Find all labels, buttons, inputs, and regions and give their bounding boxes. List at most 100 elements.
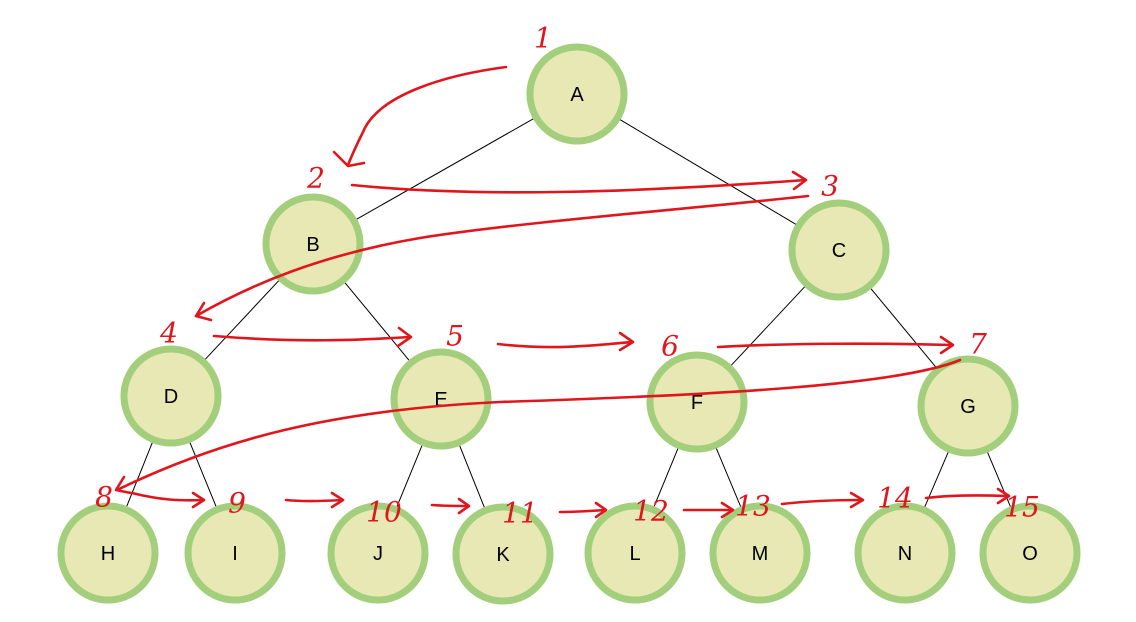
node-label: A (570, 84, 584, 106)
edge-c-f (730, 286, 806, 366)
node-circle (184, 502, 286, 604)
traversal-arrow-2 (350, 170, 808, 194)
order-number-2: 2 (306, 162, 325, 195)
edge-a-b (356, 118, 534, 220)
traversal-arrow-5 (496, 331, 635, 352)
traversal-arrow-13 (780, 491, 865, 509)
edge-b-e (344, 282, 410, 361)
arrow-stroke (924, 494, 1010, 500)
arrow-stroke (212, 334, 412, 342)
traversal-arrow-10 (430, 497, 471, 515)
arrow-stroke (558, 508, 607, 514)
node-g: G (917, 355, 1019, 457)
arrow-head (194, 301, 213, 322)
arrow-stroke (496, 340, 634, 349)
node-l: L (584, 502, 686, 604)
node-circle (390, 348, 492, 450)
edge-f-l (653, 448, 679, 507)
node-label: B (306, 234, 319, 256)
order-number-4: 4 (159, 317, 178, 350)
order-number-7: 7 (969, 328, 987, 361)
node-h: H (57, 502, 159, 604)
arrow-head (594, 501, 608, 519)
node-label: H (101, 543, 115, 565)
traversal-arrow-11 (558, 501, 608, 519)
node-label: M (752, 543, 769, 565)
node-circle (709, 502, 811, 604)
node-n: N (854, 502, 956, 604)
node-label: G (960, 396, 976, 418)
node-label: O (1022, 543, 1038, 565)
node-i: I (184, 502, 286, 604)
edge-f-m (715, 447, 742, 508)
order-number-14: 14 (877, 482, 913, 515)
arrow-head (191, 491, 206, 509)
node-e: E (390, 348, 492, 450)
arrow-stroke (780, 498, 864, 506)
node-o: O (979, 502, 1081, 604)
order-number-10: 10 (366, 496, 402, 529)
node-circle (452, 503, 554, 605)
node-label: L (629, 543, 640, 565)
order-number-3: 3 (821, 170, 839, 203)
edge-e-j (396, 445, 423, 507)
node-label: C (832, 240, 846, 262)
node-circle (57, 502, 159, 604)
arrow-head (618, 331, 635, 352)
traversal-arrow-6 (716, 335, 955, 355)
node-label: J (373, 543, 383, 565)
node-circle (979, 502, 1081, 604)
node-label: D (164, 386, 178, 408)
arrow-head (849, 491, 865, 509)
traversal-arrow-14 (924, 487, 1011, 505)
arrow-stroke (430, 503, 470, 508)
order-number-13: 13 (735, 490, 771, 523)
arrow-head (939, 335, 955, 355)
arrow-stroke (115, 358, 962, 492)
edge-d-i (189, 442, 217, 507)
node-j: J (327, 502, 429, 604)
node-label: F (691, 392, 703, 414)
node-b: B (262, 193, 364, 295)
traversal-arrow-8 (130, 491, 206, 509)
node-circle (917, 355, 1019, 457)
node-d: D (120, 345, 222, 447)
order-number-5: 5 (446, 320, 464, 353)
order-number-1: 1 (534, 22, 552, 55)
arrow-head (457, 497, 471, 515)
traversal-arrow-4 (212, 326, 413, 348)
node-c: C (788, 199, 890, 301)
order-number-9: 9 (228, 487, 246, 520)
node-label: K (496, 544, 510, 566)
node-circle (526, 43, 628, 145)
arrow-head (114, 475, 133, 495)
node-k: K (452, 503, 554, 605)
edge-c-g (870, 288, 937, 368)
node-circle (854, 502, 956, 604)
order-number-8: 8 (95, 481, 113, 514)
arrow-stroke (716, 342, 954, 349)
traversal-arrow-9 (284, 491, 345, 509)
node-a: A (526, 43, 628, 145)
arrow-stroke (350, 178, 808, 194)
edge-e-k (459, 445, 485, 508)
arrow-stroke (284, 498, 344, 503)
node-circle (120, 345, 222, 447)
node-label: N (898, 543, 912, 565)
arrow-stroke (194, 194, 810, 318)
edge-b-d (204, 280, 280, 360)
node-circle (584, 502, 686, 604)
node-circle (646, 351, 748, 453)
arrow-head (396, 326, 413, 348)
node-label: E (434, 389, 447, 411)
traversal-arrow-3 (194, 194, 810, 322)
arrow-head (996, 487, 1011, 505)
arrow-head (330, 491, 345, 509)
node-m: M (709, 502, 811, 604)
traversal-arrow-12 (682, 501, 735, 519)
edge-a-c (619, 119, 797, 225)
arrow-head (791, 170, 808, 191)
arrow-head (332, 150, 366, 168)
edge-d-h (126, 442, 153, 507)
